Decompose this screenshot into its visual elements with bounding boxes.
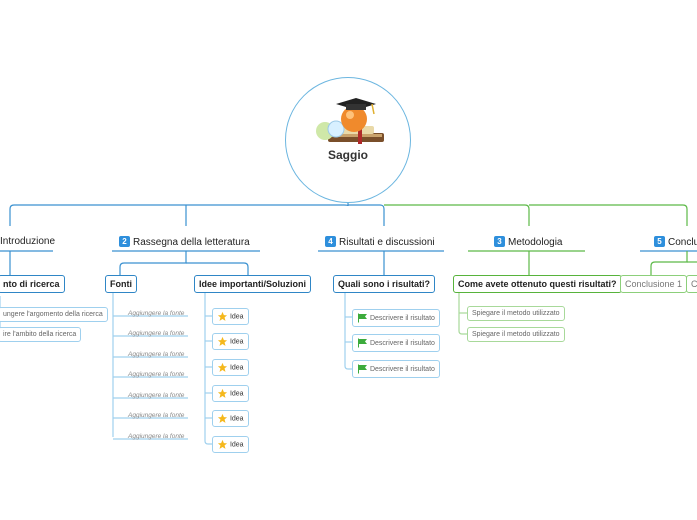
risultato-item[interactable]: Descrivere il risultato	[352, 334, 440, 352]
topic-come-ottenuto[interactable]: Come avete ottenuto questi risultati?	[453, 275, 622, 293]
star-icon	[217, 336, 228, 346]
branch-introduzione[interactable]: Introduzione	[0, 236, 55, 247]
idea-label: Idea	[229, 390, 244, 398]
central-title: Saggio	[327, 148, 368, 162]
star-icon	[217, 362, 228, 372]
flag-icon	[358, 338, 367, 348]
fonte-item[interactable]: Aggiungere la fonte	[128, 351, 185, 358]
graduation-cap-books-icon	[316, 98, 384, 144]
number-badge: 5	[654, 236, 665, 247]
idea-item[interactable]: Idea	[212, 333, 249, 350]
idea-label: Idea	[229, 313, 244, 321]
topic-argomento-ricerca[interactable]: nto di ricerca	[0, 275, 65, 293]
fonte-item[interactable]: Aggiungere la fonte	[128, 412, 185, 419]
fonte-item[interactable]: Aggiungere la fonte	[128, 392, 185, 399]
leaf-introduzione[interactable]: ire l'ambito della ricerca	[0, 327, 82, 342]
number-badge: 3	[494, 236, 505, 247]
topic-quali-risultati[interactable]: Quali sono i risultati?	[333, 275, 436, 293]
fonte-item[interactable]: Aggiungere la fonte	[128, 371, 185, 378]
topic-fonti[interactable]: Fonti	[105, 275, 137, 293]
star-icon	[217, 388, 228, 398]
idea-item[interactable]: Idea	[212, 385, 249, 402]
star-icon	[217, 439, 228, 449]
central-topic[interactable]: Saggio	[285, 77, 411, 203]
conclusione-item[interactable]: Conclusione 1	[620, 275, 688, 293]
topic-idee-importanti[interactable]: Idee importanti/Soluzioni	[194, 275, 312, 293]
idea-label: Idea	[229, 338, 244, 346]
risultato-label: Descrivere il risultato	[369, 314, 435, 322]
fonte-item[interactable]: Aggiungere la fonte	[128, 330, 185, 337]
branch-label: Risultati e discussioni	[339, 237, 435, 248]
idea-label: Idea	[229, 415, 244, 423]
conclusione-item[interactable]: C	[686, 275, 697, 293]
risultato-item[interactable]: Descrivere il risultato	[352, 309, 440, 327]
risultato-label: Descrivere il risultato	[369, 339, 435, 347]
idea-item[interactable]: Idea	[212, 308, 249, 325]
flag-icon	[358, 364, 367, 374]
idea-label: Idea	[229, 441, 244, 449]
metodo-item[interactable]: Spiegare il metodo utilizzato	[467, 327, 565, 342]
leaf-introduzione[interactable]: ungere l'argomento della ricerca	[0, 307, 108, 322]
fonte-item[interactable]: Aggiungere la fonte	[128, 310, 185, 317]
idea-item[interactable]: Idea	[212, 436, 249, 453]
number-badge: 2	[119, 236, 130, 247]
risultato-label: Descrivere il risultato	[369, 365, 435, 373]
idea-item[interactable]: Idea	[212, 410, 249, 427]
idea-label: Idea	[229, 364, 244, 372]
flag-icon	[358, 313, 367, 323]
fonte-item[interactable]: Aggiungere la fonte	[128, 433, 185, 440]
branch-label: Introduzione	[0, 236, 56, 247]
branch-label: Conclu	[668, 237, 697, 248]
number-badge: 4	[325, 236, 336, 247]
idea-item[interactable]: Idea	[212, 359, 249, 376]
star-icon	[217, 413, 228, 423]
branch-label: Rassegna della letteratura	[133, 237, 250, 248]
risultato-item[interactable]: Descrivere il risultato	[352, 360, 440, 378]
star-icon	[217, 311, 228, 321]
branch-label: Metodologia	[508, 237, 563, 248]
metodo-item[interactable]: Spiegare il metodo utilizzato	[467, 306, 565, 321]
